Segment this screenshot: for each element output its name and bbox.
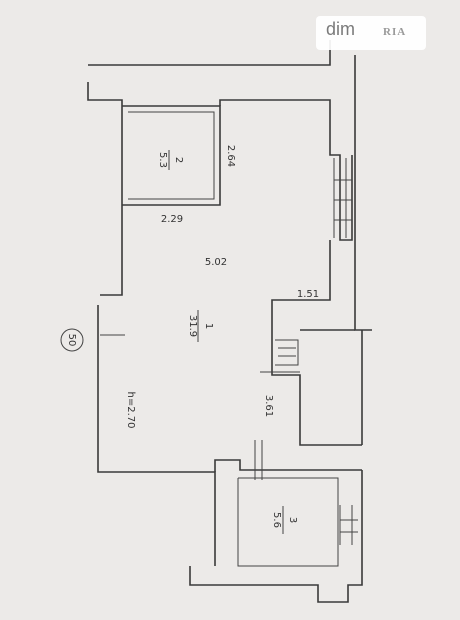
dimension-main-width: 5.02 [205, 257, 227, 268]
room-1-number: 1 [203, 323, 214, 329]
room-1-walls [219, 99, 362, 446]
axis-marker-label: 50 [66, 334, 77, 347]
axis-marker-circle [60, 328, 84, 352]
room-1-area: 31.9 [187, 315, 198, 337]
room-3-area: 5.6 [271, 512, 282, 528]
dimension-room-2-height: 2.64 [225, 145, 236, 167]
room-2-walls [122, 105, 221, 206]
room-2-area: 5.3 [157, 152, 168, 168]
room-3-walls [214, 459, 362, 567]
dimension-niche: 1.51 [297, 289, 319, 300]
watermark-box [316, 16, 426, 50]
room-3-number: 3 [287, 517, 298, 523]
window-right [333, 158, 352, 238]
dimension-lines [100, 334, 300, 480]
dimension-room-2-width: 2.29 [161, 214, 183, 225]
room-2-number: 2 [173, 157, 184, 163]
dimension-main-depth: 3.61 [263, 395, 274, 417]
ceiling-height: h=2.70 [125, 392, 136, 429]
watermark-logo-sub: RIA [383, 26, 407, 38]
watermark-logo: dim [326, 19, 356, 39]
